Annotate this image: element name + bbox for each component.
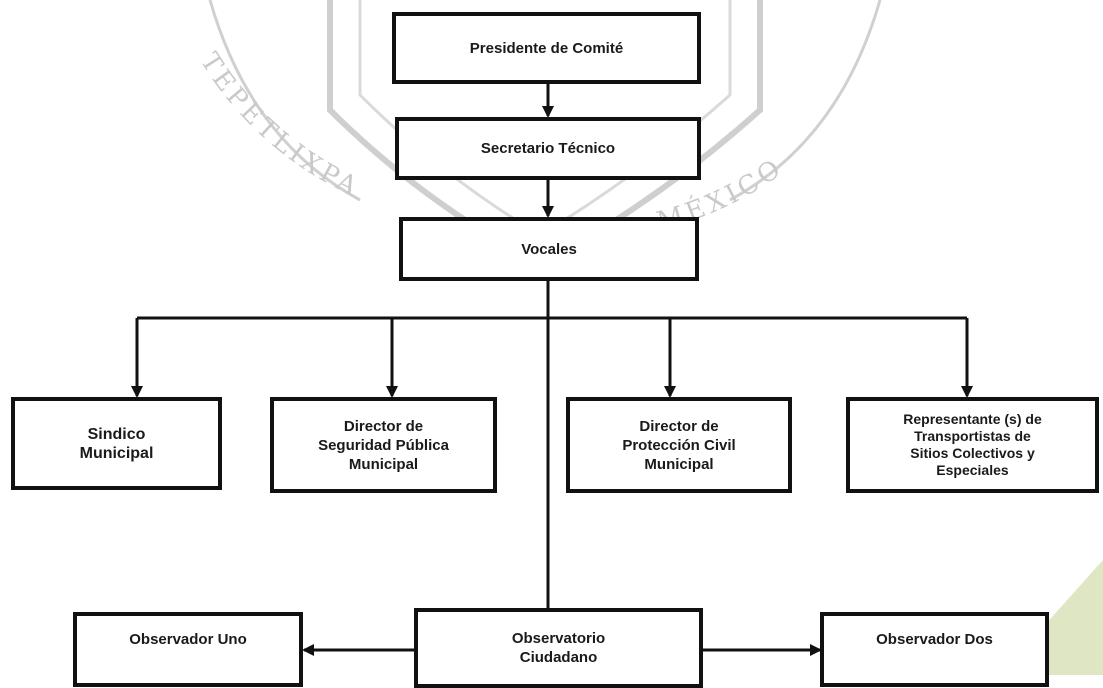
node-observador-dos-label: Observador Dos xyxy=(876,631,993,648)
node-sindico-municipal: Sindico Municipal xyxy=(11,397,222,490)
node-vocales: Vocales xyxy=(399,217,699,281)
node-presidente-comite: Presidente de Comité xyxy=(392,12,701,84)
node-observatorio-label: Observatorio Ciudadano xyxy=(511,630,606,666)
node-observador-uno: Observador Uno xyxy=(73,612,303,687)
node-observador-uno-label: Observador Uno xyxy=(129,631,247,648)
node-representante-label: Representante (s) de Transportistas de S… xyxy=(903,411,1042,478)
node-seguridad-label: Director de Seguridad Pública Municipal xyxy=(318,417,449,473)
node-observatorio-ciudadano: Observatorio Ciudadano xyxy=(414,608,703,688)
node-director-proteccion: Director de Protección Civil Municipal xyxy=(566,397,792,493)
node-representante-transportistas: Representante (s) de Transportistas de S… xyxy=(846,397,1099,493)
node-secretario-tecnico: Secretario Técnico xyxy=(395,117,701,180)
node-observador-dos: Observador Dos xyxy=(820,612,1049,687)
node-proteccion-label: Director de Protección Civil Municipal xyxy=(622,417,736,473)
node-sindico-label: Sindico Municipal xyxy=(79,425,154,462)
node-presidente-label: Presidente de Comité xyxy=(469,39,624,57)
node-secretario-label: Secretario Técnico xyxy=(480,140,616,157)
node-director-seguridad: Director de Seguridad Pública Municipal xyxy=(270,397,497,493)
node-vocales-label: Vocales xyxy=(521,240,577,258)
